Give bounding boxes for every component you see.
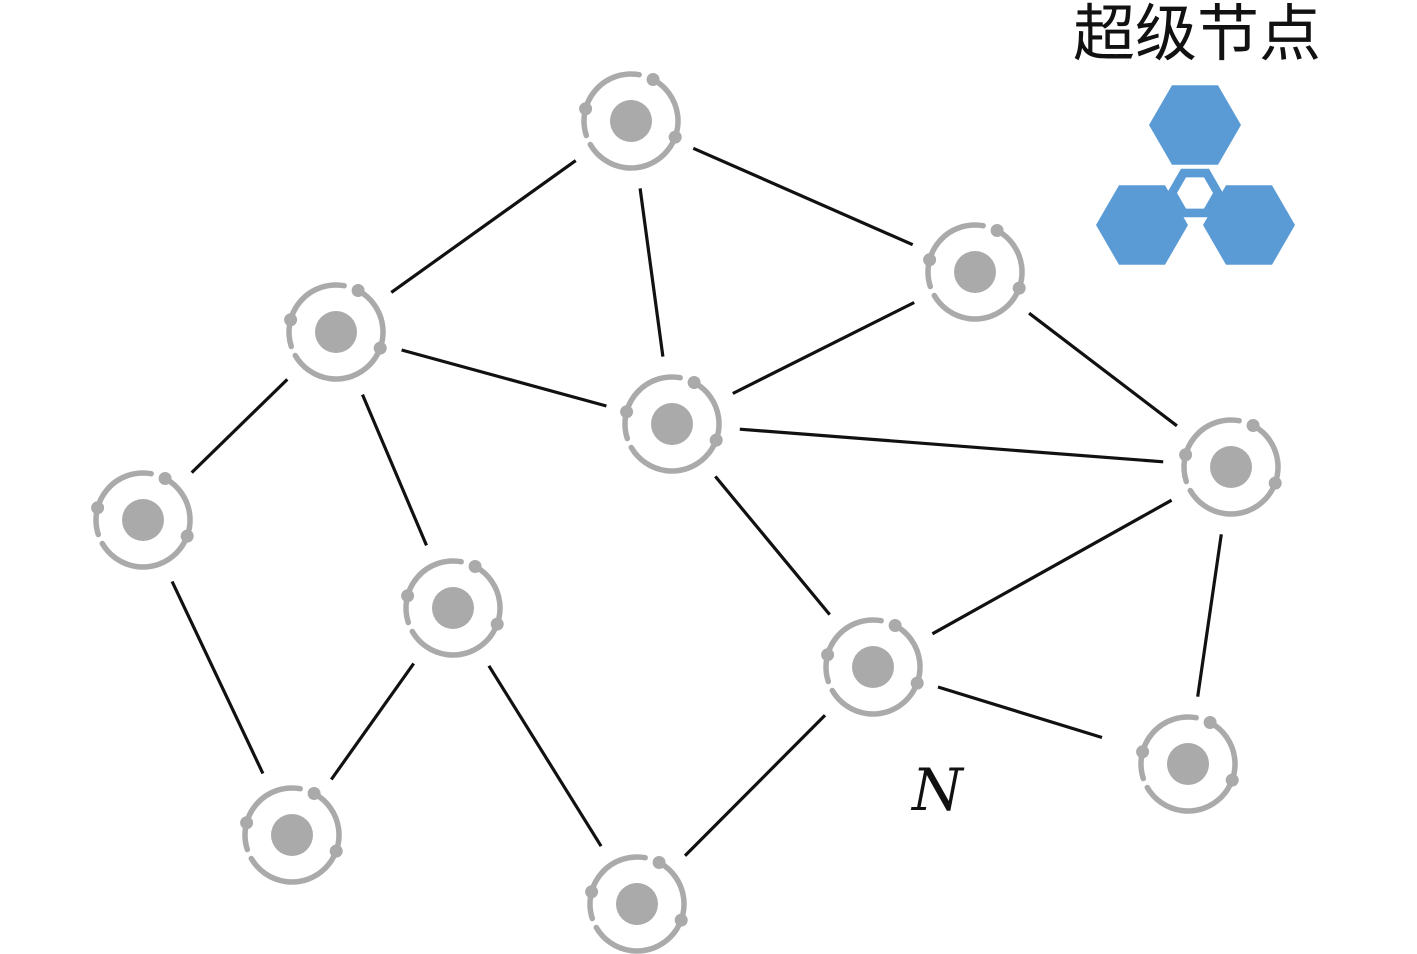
edge-n2-n6 xyxy=(1028,311,1178,428)
super-node-legend-label: 超级节点 xyxy=(1072,0,1321,70)
node-orbit-icon xyxy=(240,785,343,885)
node-orbit-icon xyxy=(1136,714,1239,814)
edge-n3-n4 xyxy=(401,348,607,408)
node-orbit-icon xyxy=(1179,417,1282,517)
edge-n8-n12 xyxy=(937,685,1103,740)
edge-n7-n11 xyxy=(487,664,603,848)
edge-n1-n3 xyxy=(390,159,577,294)
node-orbit-icon xyxy=(585,854,688,954)
node-orbit-icon xyxy=(401,558,504,658)
node-orbit-icon xyxy=(579,71,682,171)
node-orbit-icon xyxy=(91,470,194,570)
edge-n6-n9 xyxy=(1196,534,1223,697)
edge-n4-n8 xyxy=(714,475,831,616)
edge-n8-n11 xyxy=(683,714,827,857)
edge-n1-n4 xyxy=(638,188,665,357)
node-n-label: N xyxy=(912,756,963,824)
edge-n3-n7 xyxy=(361,393,428,547)
edges-layer xyxy=(170,146,1223,857)
edge-n5-n10 xyxy=(170,580,265,775)
edge-n7-n10 xyxy=(329,662,416,781)
edge-n4-n6 xyxy=(739,427,1164,464)
edge-n2-n4 xyxy=(732,301,915,395)
node-orbit-icon xyxy=(821,617,924,717)
node-orbit-icon xyxy=(284,282,387,382)
edge-n3-n5 xyxy=(190,378,289,474)
super-node-hexagon-icon xyxy=(1096,85,1295,265)
edge-n1-n2 xyxy=(692,146,914,247)
nodes-layer xyxy=(91,71,1282,954)
node-orbit-icon xyxy=(923,222,1026,322)
edge-n6-n8 xyxy=(931,498,1173,636)
node-orbit-icon xyxy=(620,374,723,474)
